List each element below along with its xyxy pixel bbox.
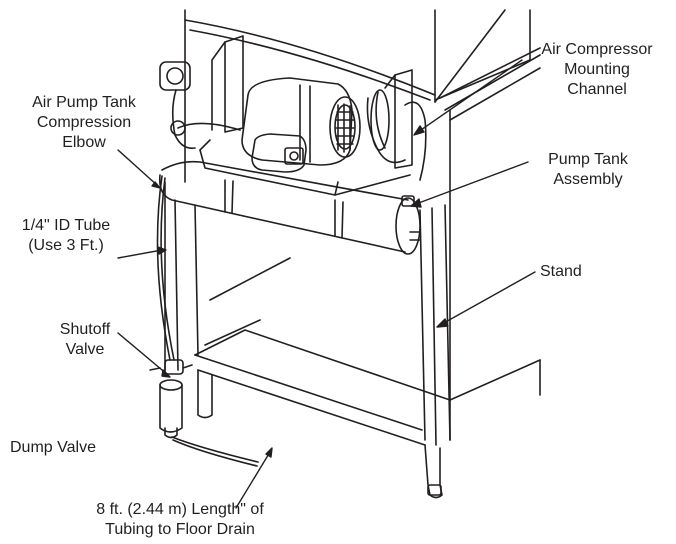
label-stand: Stand: [540, 262, 582, 282]
label-line: Air Compressor: [541, 41, 653, 58]
mounting-channel: [211, 35, 413, 169]
air-compressor: [241, 77, 427, 181]
leader-lines: [117, 59, 536, 509]
label-id-tube: 1/4" ID Tube (Use 3 Ft.): [6, 216, 126, 256]
label-line: Stand: [540, 263, 582, 280]
label-shutoff-valve: Shutoff Valve: [40, 320, 130, 360]
label-air-compressor-mounting-channel: Air Compressor Mounting Channel: [523, 40, 671, 100]
label-dump-valve: Dump Valve: [10, 438, 96, 458]
pump-tank: [158, 160, 421, 255]
label-line: (Use 3 Ft.): [28, 237, 104, 254]
label-pump-tank-assembly: Pump Tank Assembly: [528, 150, 648, 190]
label-line: Air Pump Tank: [32, 94, 136, 111]
stand-frame: [164, 54, 541, 446]
label-line: Channel: [567, 81, 627, 98]
stand-legs: [197, 359, 541, 499]
label-line: 1/4" ID Tube: [21, 217, 111, 234]
label-line: Compression: [36, 114, 132, 131]
label-tubing-to-floor-drain: 8 ft. (2.44 m) Length" of Tubing to Floo…: [60, 500, 300, 540]
label-line: Dump Valve: [10, 439, 96, 456]
label-air-pump-tank-compression-elbow: Air Pump Tank Compression Elbow: [16, 93, 152, 153]
label-line: Valve: [65, 341, 105, 358]
compressor-tray: [199, 139, 411, 196]
label-line: Tubing to Floor Drain: [105, 521, 255, 538]
label-line: Mounting: [564, 61, 630, 78]
label-line: Pump Tank: [548, 151, 628, 168]
cabinet-body: [184, 9, 541, 183]
label-line: Elbow: [62, 134, 106, 151]
tubing-and-valves: [149, 61, 259, 467]
label-line: 8 ft. (2.44 m) Length" of: [96, 501, 264, 518]
label-line: Assembly: [553, 171, 623, 188]
label-line: Shutoff: [59, 321, 111, 338]
